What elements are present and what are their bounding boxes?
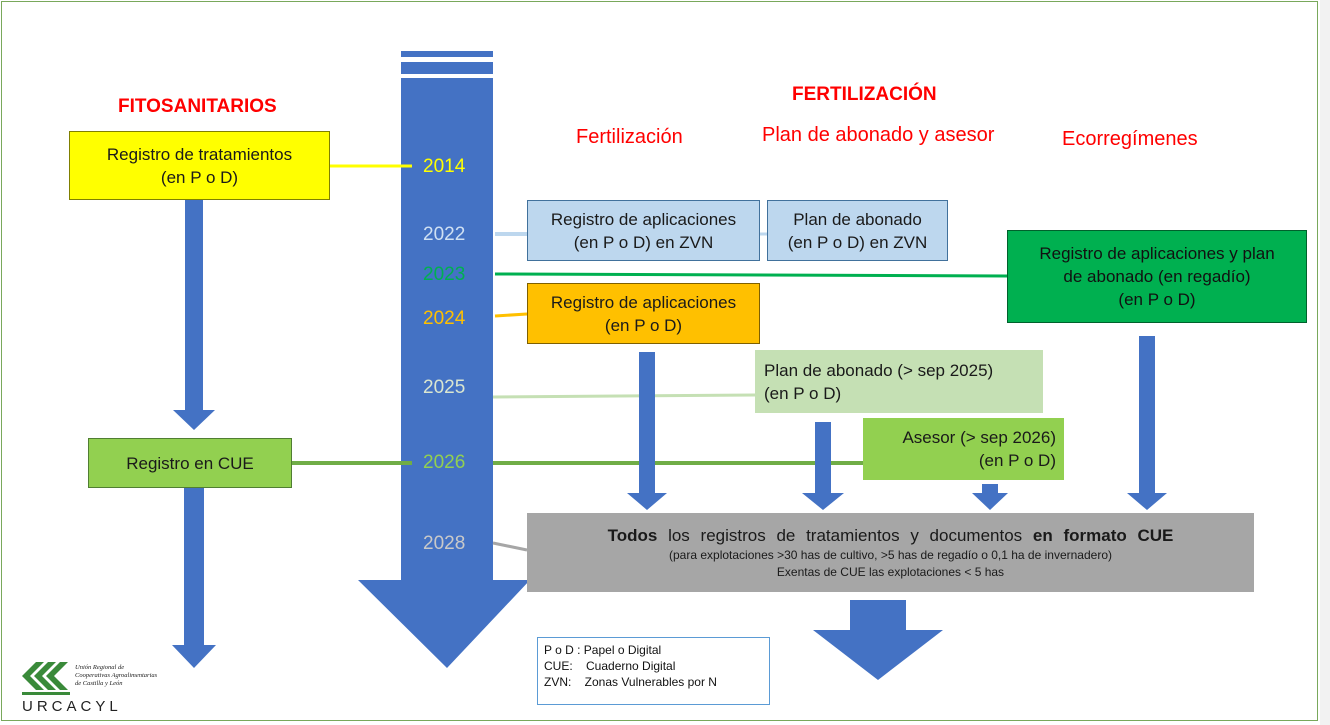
legend-box: P o D : Papel o Digital CUE: Cuaderno Di… — [537, 637, 770, 705]
box-todos-bold-formato: en formato CUE — [1032, 526, 1174, 545]
box-registro-aplicaciones-plan-line2: de abonado (en regadío) — [1063, 267, 1251, 286]
year-2022: 2022 — [423, 224, 466, 245]
box-plan-abonado-zvn-line2: (en P o D) en ZVN — [787, 232, 928, 252]
col-heading-plan-abonado: Plan de abonado y asesor — [762, 124, 995, 146]
year-2023: 2023 — [423, 264, 466, 285]
box-plan-abonado-zvn-line1: Plan de abonado — [793, 209, 922, 229]
box-plan-abonado-2025-line1: Plan de abonado (> sep 2025) — [764, 360, 994, 380]
box-registro-cue: Registro en CUE — [88, 438, 292, 488]
connector-2028 — [492, 541, 528, 552]
legend-row-zvn: ZVN: Zonas Vulnerables por N — [544, 675, 717, 689]
logo-brand-text: URCACYL — [22, 698, 122, 715]
arrow-tratamientos-to-cue — [173, 199, 215, 430]
box-registro-tratamientos-line2: (en P o D) — [160, 167, 239, 187]
box-registro-aplicaciones-plan-line3: (en P o D) — [1118, 290, 1196, 309]
box-asesor-2026: Asesor (> sep 2026) (en P o D) — [863, 418, 1064, 480]
arrow-registro-2024-down — [627, 352, 667, 510]
year-2026: 2026 — [423, 452, 466, 473]
year-2028: 2028 — [423, 533, 466, 554]
box-plan-abonado-2025: Plan de abonado (> sep 2025) (en P o D) — [755, 350, 1043, 413]
right-edge-strip — [1320, 0, 1330, 725]
arrow-plan-2025-down — [802, 422, 844, 510]
box-todos-line1: Todos los registros de tratamientos y do… — [608, 524, 1174, 547]
arrow-cue-down — [172, 488, 216, 668]
connector-2025 — [492, 393, 756, 399]
box-registro-tratamientos: Registro de tratamientos (en P o D) — [69, 131, 330, 200]
arrow-bottom-wide — [813, 600, 943, 680]
box-todos-formato-cue: Todos los registros de tratamientos y do… — [527, 513, 1254, 592]
logo-subtitle: Unión Regional de Cooperativas Agroalime… — [75, 664, 158, 687]
heading-fitosanitarios: FITOSANITARIOS — [118, 96, 277, 117]
year-2024: 2024 — [423, 308, 466, 329]
connector-2023 — [494, 272, 1008, 278]
box-registro-aplicaciones-zvn-line2: (en P o D) en ZVN — [573, 232, 714, 252]
year-2025: 2025 — [423, 377, 466, 398]
timeline-arrow — [358, 78, 530, 668]
box-asesor-2026-line1: Asesor (> sep 2026) — [902, 428, 1056, 447]
timeline-cap-bar-1 — [401, 51, 493, 57]
arrow-asesor-down — [972, 484, 1008, 510]
box-asesor-2026-line2: (en P o D) — [978, 451, 1056, 470]
logo-stripes-icon — [22, 662, 70, 695]
box-registro-aplicaciones-2024-line1: Registro de aplicaciones — [550, 292, 737, 312]
timeline-cap-bar-2 — [401, 62, 493, 74]
connector-2024 — [494, 312, 528, 318]
col-heading-fertilizacion: Fertilización — [576, 126, 683, 148]
box-registro-aplicaciones-plan-regadio: Registro de aplicaciones y plan de abona… — [1007, 230, 1307, 323]
col-heading-ecorregimenes: Ecorregímenes — [1062, 128, 1198, 150]
heading-fertilizacion: FERTILIZACIÓN — [792, 84, 937, 105]
arrow-ecorregimenes-down — [1127, 336, 1167, 510]
box-todos-line3: Exentas de CUE las explotaciones < 5 has — [776, 565, 1005, 579]
urcacyl-logo: Unión Regional de Cooperativas Agroalime… — [20, 660, 210, 720]
box-plan-abonado-zvn: Plan de abonado (en P o D) en ZVN — [767, 200, 948, 261]
box-registro-aplicaciones-zvn-line1: Registro de aplicaciones — [550, 209, 737, 229]
legend-row-pod: P o D : Papel o Digital — [544, 643, 662, 657]
box-registro-tratamientos-line1: Registro de tratamientos — [106, 144, 293, 164]
box-plan-abonado-2025-line2: (en P o D) — [764, 383, 842, 403]
legend-row-cue: CUE: Cuaderno Digital — [544, 659, 676, 673]
box-todos-line2: (para explotaciones >30 has de cultivo, … — [669, 548, 1112, 562]
box-registro-aplicaciones-zvn: Registro de aplicaciones (en P o D) en Z… — [527, 200, 760, 261]
box-registro-aplicaciones-2024: Registro de aplicaciones (en P o D) — [527, 283, 760, 344]
box-todos-bold-todos: Todos — [607, 526, 658, 545]
box-registro-aplicaciones-2024-line2: (en P o D) — [604, 315, 683, 335]
box-todos-text: los registros de tratamientos y document… — [668, 526, 1023, 545]
year-2014: 2014 — [423, 156, 466, 177]
box-registro-cue-line1: Registro en CUE — [126, 453, 254, 473]
box-registro-aplicaciones-plan-line1: Registro de aplicaciones y plan — [1039, 244, 1275, 263]
